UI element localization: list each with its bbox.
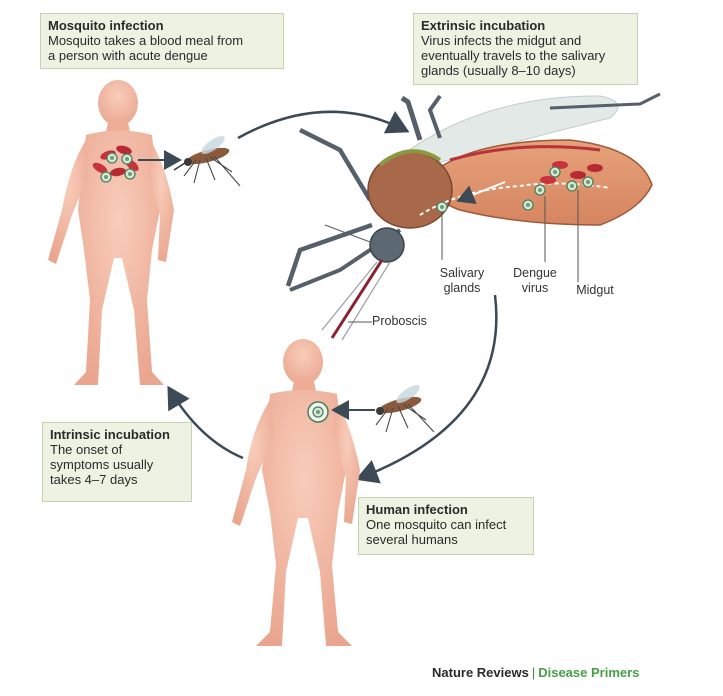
mosquito-infection-title: Mosquito infection xyxy=(48,18,164,33)
credit-separator: | xyxy=(531,665,536,680)
mosquito-infection-box: Mosquito infection Mosquito takes a bloo… xyxy=(40,13,284,69)
intrinsic-incubation-box: Intrinsic incubation The onset of sympto… xyxy=(42,422,192,502)
label-midgut: Midgut xyxy=(576,283,614,297)
label-dengue-virus: Dengue virus xyxy=(513,266,557,295)
label-salivary-glands: Salivary glands xyxy=(439,266,485,295)
cycle-arrow-right xyxy=(355,294,498,484)
extrinsic-incubation-title: Extrinsic incubation xyxy=(421,18,546,33)
extrinsic-incubation-box: Extrinsic incubation Virus infects the m… xyxy=(413,13,638,85)
mosquito-infection-body: Mosquito takes a blood meal from a perso… xyxy=(48,33,244,63)
infection-site-bottom xyxy=(307,401,329,423)
label-proboscis: Proboscis xyxy=(372,314,427,328)
journal-series: Disease Primers xyxy=(538,665,640,680)
intrinsic-incubation-title: Intrinsic incubation xyxy=(50,427,170,442)
human-infection-body: One mosquito can infect several humans xyxy=(366,517,507,547)
large-mosquito xyxy=(285,92,661,341)
journal-name: Nature Reviews xyxy=(432,665,529,680)
human-figure-top xyxy=(48,80,174,385)
intrinsic-incubation-body: The onset of symptoms usually takes 4–7 … xyxy=(50,442,154,487)
infected-blood-cluster-top xyxy=(92,145,139,183)
human-infection-title: Human infection xyxy=(366,502,468,517)
cycle-arrow-top xyxy=(237,110,410,140)
journal-credit: Nature Reviews|Disease Primers xyxy=(432,665,639,680)
small-mosquito-top xyxy=(173,135,241,187)
extrinsic-incubation-body: Virus infects the midgut and eventually … xyxy=(421,33,606,78)
human-infection-box: Human infection One mosquito can infect … xyxy=(358,497,534,555)
human-figure-bottom xyxy=(232,339,360,646)
cycle-arrow-left xyxy=(167,385,244,460)
small-mosquito-bottom xyxy=(375,384,435,433)
